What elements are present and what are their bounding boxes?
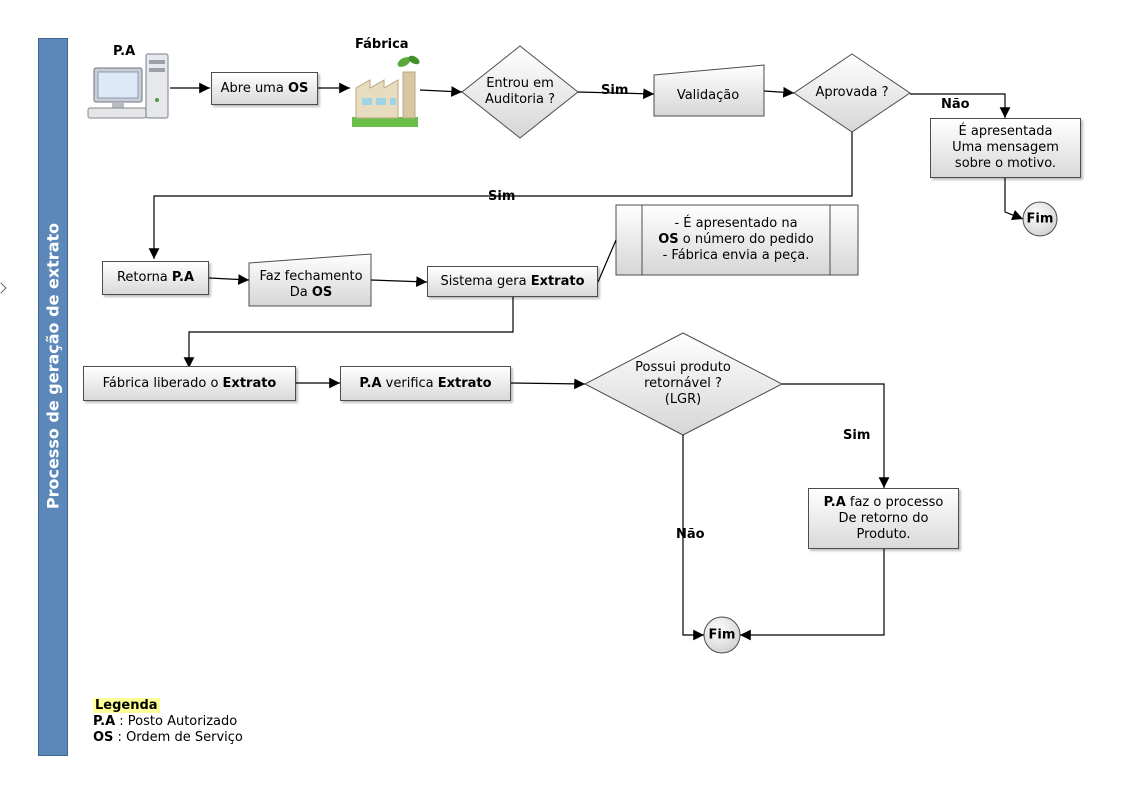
lane-title: Processo de geração de extrato xyxy=(43,222,63,510)
mensagem-line1: É apresentada xyxy=(958,124,1053,139)
process-sistema-gera: Sistema gera Extrato xyxy=(427,266,598,297)
possui-line1: Possui produto xyxy=(635,360,731,375)
legend-item: P.A : Posto Autorizado xyxy=(93,714,243,730)
legend-key-os: OS xyxy=(93,730,114,745)
fechamento-text: Faz fechamento Da OS xyxy=(259,269,362,301)
note-line1: - É apresentado na xyxy=(674,216,798,231)
pa-processo-line2: De retorno do xyxy=(838,510,929,526)
possui-produto-text: Possui produto retornável ? (LGR) xyxy=(635,360,731,408)
manual-fechamento xyxy=(248,253,372,307)
legend-desc-os: : Ordem de Serviço xyxy=(113,730,243,745)
auditoria-text: Entrou em Auditoria ? xyxy=(485,76,555,108)
retorna-pa-bold: P.A xyxy=(171,270,195,285)
sistema-gera-text: Sistema gera xyxy=(440,273,531,289)
abre-os-text: Abre uma xyxy=(220,80,288,96)
process-pa-processo: P.A faz o processo De retorno do Produto… xyxy=(808,488,959,549)
possui-line3: (LGR) xyxy=(664,392,702,407)
decision-auditoria xyxy=(461,45,579,139)
process-mensagem: É apresentada Uma mensagem sobre o motiv… xyxy=(930,118,1081,178)
validacao-text: Validação xyxy=(676,88,740,103)
fabrica-liberado-text: Fábrica liberado o xyxy=(102,375,223,391)
pa-processo-bold: P.A xyxy=(823,494,846,510)
fim-bottom-text: Fim xyxy=(708,627,736,643)
fabrica-liberado-bold: Extrato xyxy=(222,375,277,391)
note-line3: - Fábrica envia a peça. xyxy=(662,248,810,263)
auditoria-line2: Auditoria ? xyxy=(484,92,556,107)
abre-os-bold: OS xyxy=(287,80,309,96)
legend-title: Legenda xyxy=(93,698,160,713)
edge-label-nao-1: Não xyxy=(941,97,970,112)
legend: Legenda P.A : Posto Autorizado OS : Orde… xyxy=(93,698,243,746)
pa-processo-text: faz o processo xyxy=(845,494,944,510)
edge-label-sim-3: Sim xyxy=(843,428,871,443)
factory-icon xyxy=(352,55,420,127)
possui-line2: retornável ? xyxy=(644,376,722,391)
note-box xyxy=(615,204,859,276)
pa-verifica-text: verifica xyxy=(381,375,438,391)
auditoria-line1: Entrou em xyxy=(486,76,554,91)
fechamento-line1: Faz fechamento xyxy=(259,269,363,284)
aprovada-text: Aprovada ? xyxy=(815,85,889,100)
actor-pa-label: P.A xyxy=(113,44,136,59)
process-fabrica-liberado: Fábrica liberado o Extrato xyxy=(83,366,296,401)
process-retorna-pa: Retorna P.A xyxy=(102,261,209,295)
manual-validacao xyxy=(653,64,765,117)
sistema-gera-bold: Extrato xyxy=(530,273,585,289)
pa-verifica-bold2: Extrato xyxy=(437,375,492,391)
pa-processo-line3: Produto. xyxy=(856,526,911,542)
note-line2-text: o número do pedido xyxy=(678,232,814,247)
edge-label-sim-1: Sim xyxy=(601,83,629,98)
pa-verifica-bold: P.A xyxy=(359,375,382,391)
computer-icon xyxy=(87,53,169,119)
mensagem-line3: sobre o motivo. xyxy=(954,156,1057,171)
edge-label-nao-2: Não xyxy=(676,527,705,542)
actor-fabrica-label: Fábrica xyxy=(355,37,409,52)
legend-desc-pa: : Posto Autorizado xyxy=(115,714,238,729)
fim-top-text: Fim xyxy=(1026,211,1054,227)
mensagem-line2: Uma mensagem xyxy=(952,140,1059,155)
legend-item: OS : Ordem de Serviço xyxy=(93,730,243,746)
note-line2-bold: OS xyxy=(658,232,679,247)
legend-key-pa: P.A xyxy=(93,714,116,729)
process-pa-verifica: P.A verifica Extrato xyxy=(340,366,511,401)
connectors xyxy=(148,82,1024,641)
swimlane-header xyxy=(38,38,68,756)
fechamento-line2-text: Da xyxy=(289,285,312,300)
note-text: - É apresentado na OS o número do pedido… xyxy=(616,205,856,275)
retorna-pa-text: Retorna xyxy=(116,270,172,285)
fechamento-line2-bold: OS xyxy=(311,285,333,300)
edge-label-sim-2: Sim xyxy=(488,189,516,204)
process-abre-os: Abre uma OS xyxy=(211,72,318,105)
